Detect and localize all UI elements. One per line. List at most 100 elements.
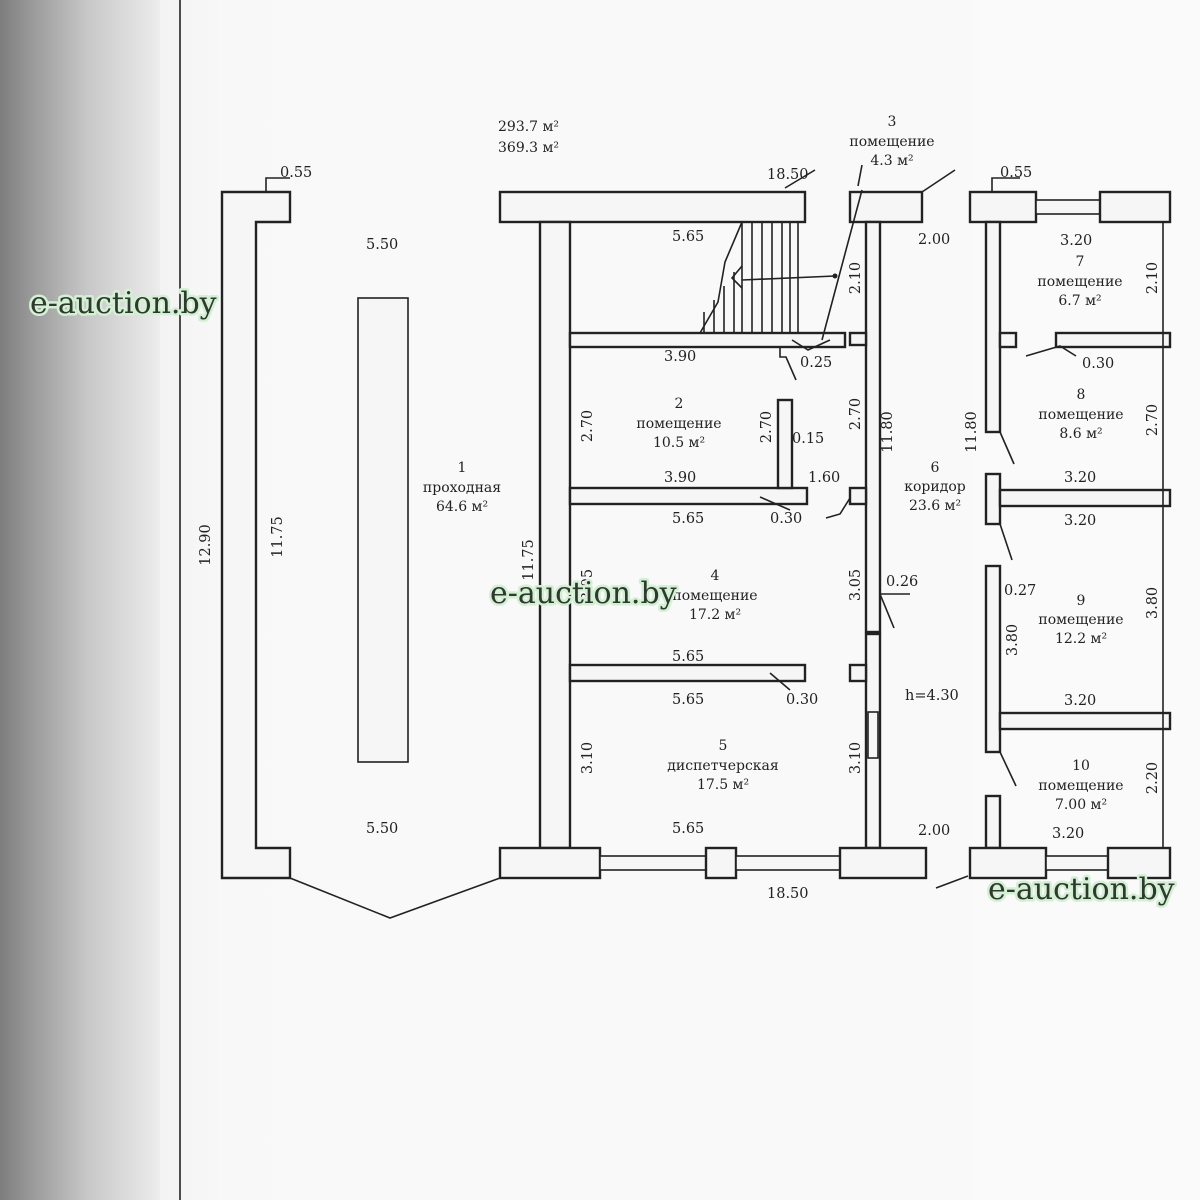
leader-030-c	[769, 672, 791, 691]
dim-270-b: 2.70	[759, 411, 775, 443]
dim-1175-mid: 11.75	[521, 539, 537, 581]
dim-026: 0.26	[886, 574, 918, 590]
dim-565-e: 5.65	[672, 821, 704, 837]
dim-565-d: 5.65	[672, 692, 704, 708]
dim-320-d: 3.20	[1064, 693, 1096, 709]
dim-550-bottom: 5.50	[366, 821, 398, 837]
dim-320-a: 3.20	[1060, 233, 1092, 249]
svg-text:10.5 м²: 10.5 м²	[653, 435, 705, 451]
dim-390-b: 3.90	[664, 470, 696, 486]
svg-text:коридор: коридор	[904, 479, 966, 495]
door-stub-3	[848, 663, 868, 683]
left-block-column	[357, 297, 409, 763]
svg-text:4.3 м²: 4.3 м²	[870, 153, 913, 169]
right-inner-wall-d	[984, 794, 1002, 850]
dim-270-d: 2.70	[1145, 404, 1161, 436]
right-partition-a	[1054, 331, 1172, 349]
window-top-right	[1035, 199, 1101, 215]
middle-left-wall	[538, 220, 572, 850]
leader-026-b	[879, 593, 895, 629]
svg-text:помещение: помещение	[849, 134, 934, 150]
dim-305-b: 3.05	[848, 569, 864, 601]
leader-030-b	[1025, 345, 1077, 357]
svg-text:помещение: помещение	[1038, 612, 1123, 628]
dim-160: 1.60	[808, 470, 840, 486]
dim-210-b: 2.10	[1145, 262, 1161, 294]
door-stub-2	[848, 486, 868, 506]
svg-text:помещение: помещение	[672, 588, 757, 604]
dim-030-c: 0.30	[786, 692, 818, 708]
svg-text:помещение: помещение	[1037, 274, 1122, 290]
dim-565-top: 5.65	[672, 229, 704, 245]
dim-310-a: 3.10	[580, 742, 596, 774]
dim-015: 0.15	[792, 431, 824, 447]
dim-270-a: 2.70	[580, 410, 596, 442]
dim-030-b: 0.30	[770, 511, 802, 527]
window-bottom-a	[599, 855, 707, 871]
room-label-5: 5 диспетчерская 17.5 м²	[667, 738, 779, 793]
dim-027: 0.27	[1004, 583, 1036, 599]
dim-030-a: 0.30	[1082, 356, 1114, 372]
partition-2-stub	[776, 398, 794, 490]
svg-text:6: 6	[931, 460, 940, 476]
svg-text:3: 3	[888, 114, 897, 130]
door-swing-8	[999, 431, 1015, 465]
right-inner-wall-a	[984, 220, 1002, 434]
left-block-connector	[289, 877, 501, 919]
leader-025	[779, 348, 797, 381]
dim-380-a: 3.80	[1005, 624, 1021, 656]
dim-305-a: 3.05	[580, 569, 596, 601]
svg-text:12.2 м²: 12.2 м²	[1055, 631, 1107, 647]
leader-030-a	[759, 496, 791, 511]
dim-320-e: 3.20	[1052, 826, 1084, 842]
top-wall-middle	[498, 190, 807, 224]
top-wall-right-a	[968, 190, 1038, 224]
svg-text:помещение: помещение	[1038, 778, 1123, 794]
right-stub-a	[998, 331, 1018, 349]
bottom-wall-a	[498, 846, 602, 880]
svg-text:2: 2	[675, 396, 684, 412]
svg-text:5: 5	[719, 738, 728, 754]
room-label-7: 7 помещение 6.7 м²	[1037, 254, 1122, 309]
dim-025: 0.25	[800, 355, 832, 371]
svg-text:7: 7	[1076, 254, 1085, 270]
svg-text:17.2 м²: 17.2 м²	[689, 607, 741, 623]
bottom-wall-right-a	[968, 846, 1048, 880]
dim-1290: 12.90	[198, 524, 214, 566]
stair-arrow	[741, 275, 836, 281]
svg-text:8: 8	[1077, 387, 1086, 403]
leader-1850-top	[784, 169, 816, 189]
svg-text:17.5 м²: 17.5 м²	[697, 777, 749, 793]
svg-text:6.7 м²: 6.7 м²	[1058, 293, 1101, 309]
right-partition-c	[998, 711, 1172, 731]
svg-text:23.6 м²: 23.6 м²	[909, 498, 961, 514]
svg-text:8.6 м²: 8.6 м²	[1059, 426, 1102, 442]
door-stub-1	[848, 331, 868, 347]
dim-320-b: 3.20	[1064, 470, 1096, 486]
room-label-10: 10 помещение 7.00 м²	[1038, 758, 1123, 813]
room-label-8: 8 помещение 8.6 м²	[1038, 387, 1123, 442]
partition-1	[568, 331, 847, 349]
leader-025-b	[791, 339, 831, 351]
room-label-4: 4 помещение 17.2 м²	[672, 568, 757, 623]
dim-380-b: 3.80	[1145, 587, 1161, 619]
dim-220: 2.20	[1145, 762, 1161, 794]
door-swing-10	[999, 751, 1017, 787]
staircase	[699, 221, 838, 334]
leader-055-right	[991, 177, 1020, 192]
svg-text:помещение: помещение	[1038, 407, 1123, 423]
dim-055-left: 0.55	[280, 165, 312, 181]
window-bottom-b	[735, 855, 841, 871]
corridor-door	[867, 711, 879, 759]
right-partition-b	[998, 488, 1172, 508]
right-inner-wall-c	[984, 564, 1002, 754]
partition-3	[568, 663, 807, 683]
svg-text:диспетчерская: диспетчерская	[667, 758, 779, 774]
dim-270-c: 2.70	[848, 398, 864, 430]
right-inner-wall-b	[984, 472, 1002, 526]
svg-text:10: 10	[1072, 758, 1090, 774]
bottom-wall-right-b	[1106, 846, 1172, 880]
window-bottom-right	[1045, 855, 1109, 871]
dim-200-top: 2.00	[918, 232, 950, 248]
svg-text:64.6 м²: 64.6 м²	[436, 499, 488, 515]
